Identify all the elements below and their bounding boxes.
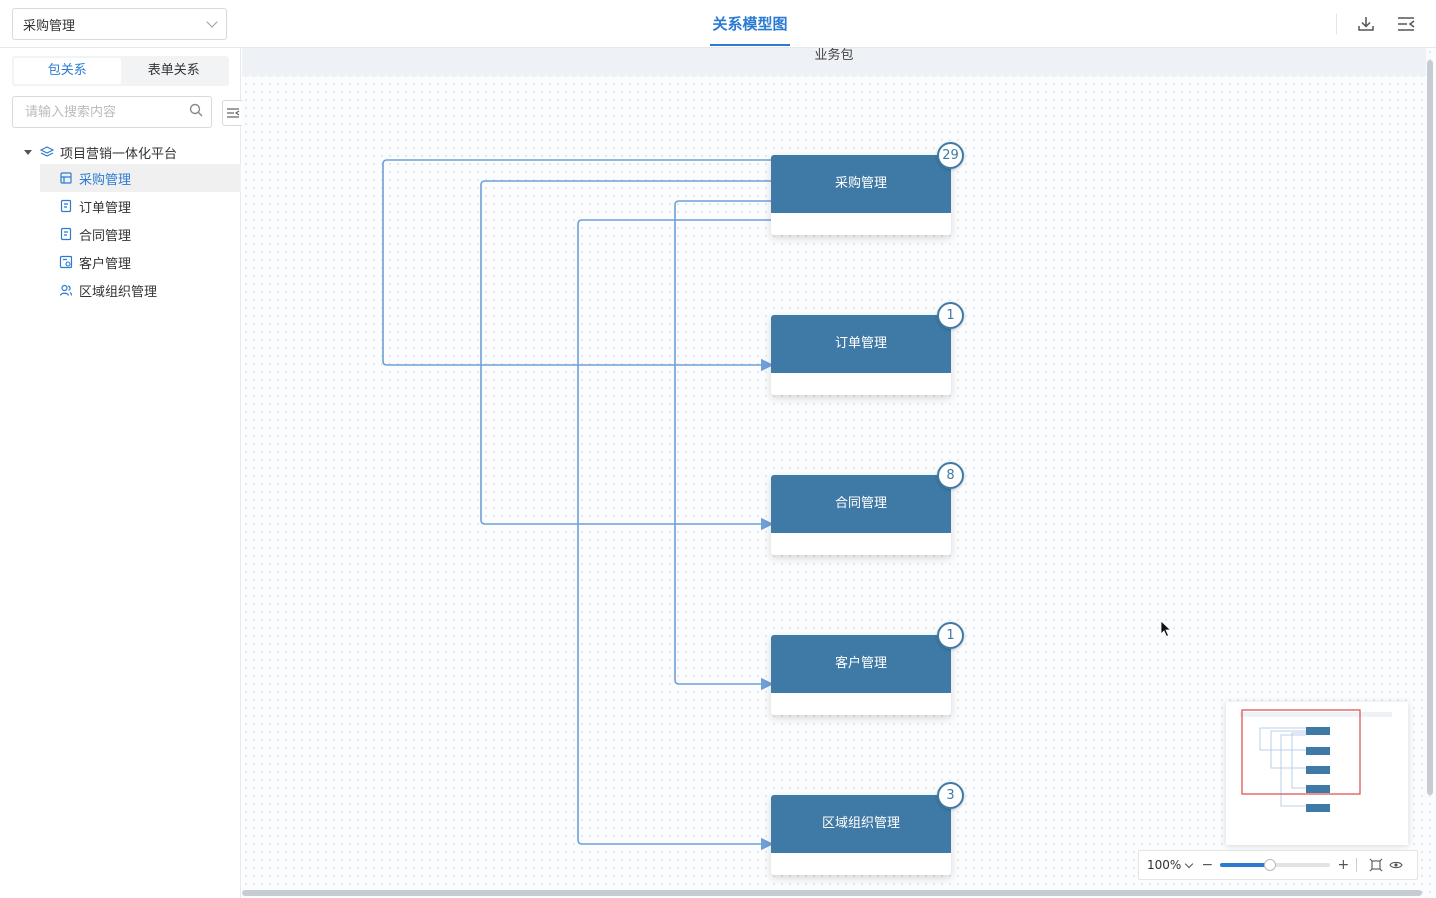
zoom-slider[interactable] — [1220, 858, 1331, 872]
package-tree: 项目营销一体化平台 采购管理 订单管理 合同管理 客户管理 — [0, 140, 241, 304]
tree-item-label: 区域组织管理 — [79, 284, 158, 300]
zoom-slider-thumb[interactable] — [1263, 859, 1276, 871]
search-input[interactable] — [25, 104, 189, 120]
tree-item-order[interactable]: 订单管理 — [0, 192, 241, 220]
caret-down-icon[interactable] — [24, 149, 32, 155]
node-title: 客户管理 — [771, 635, 951, 693]
tree-item-label: 订单管理 — [79, 200, 132, 216]
relation-count-badge: 29 — [937, 142, 964, 169]
header-divider — [1336, 14, 1337, 34]
zoom-in-button[interactable]: + — [1337, 857, 1350, 873]
download-icon[interactable] — [1356, 14, 1376, 34]
tree-item-customer[interactable]: 客户管理 — [0, 248, 241, 276]
zoom-slider-fill — [1220, 863, 1270, 867]
sidebar: 包关系 表单关系 项目营销一体化平台 采购管理 订单管理 — [0, 48, 242, 898]
chevron-down-icon — [1185, 859, 1194, 868]
node-order[interactable]: 订单管理 1 — [771, 302, 964, 395]
tree-root-node[interactable]: 项目营销一体化平台 — [0, 140, 241, 164]
minimap[interactable] — [1226, 702, 1408, 845]
node-procurement[interactable]: 采购管理 29 — [771, 142, 964, 235]
zoom-out-button[interactable]: − — [1201, 857, 1214, 873]
collapse-left-icon — [226, 108, 239, 118]
tree-item-region-org[interactable]: 区域组织管理 — [0, 276, 241, 304]
zoom-level-select[interactable]: 100% — [1147, 858, 1194, 872]
module-select-value: 采购管理 — [23, 18, 76, 34]
zoom-level-value: 100% — [1147, 858, 1182, 872]
edge-to-order[interactable] — [382, 159, 774, 372]
users-icon — [59, 283, 73, 297]
zoom-divider — [1356, 858, 1358, 872]
eye-icon[interactable] — [1389, 858, 1403, 872]
customer-form-icon — [59, 255, 73, 269]
search-icon[interactable] — [189, 103, 203, 121]
node-contract[interactable]: 合同管理 8 — [771, 462, 964, 555]
tree-item-label: 采购管理 — [79, 172, 132, 188]
search-box — [12, 96, 212, 128]
tab-form-relation[interactable]: 表单关系 — [147, 63, 200, 78]
module-select[interactable]: 采购管理 — [12, 8, 227, 40]
database-icon — [59, 171, 73, 185]
chevron-down-icon — [206, 16, 218, 28]
relation-tabs: 包关系 表单关系 — [12, 56, 229, 86]
zoom-toolbar: 100% − + — [1138, 850, 1418, 880]
node-region-org[interactable]: 区域组织管理 3 — [771, 782, 964, 875]
relation-count-badge: 3 — [937, 782, 964, 809]
tree-item-label: 客户管理 — [79, 256, 132, 272]
layers-icon — [40, 145, 54, 159]
tab-package-relation[interactable]: 包关系 — [14, 58, 121, 84]
relation-edges — [382, 159, 774, 851]
node-title: 采购管理 — [771, 155, 951, 213]
form-doc-icon — [59, 227, 73, 241]
page-title-tab[interactable]: 关系模型图 — [700, 0, 800, 48]
tree-root-label: 项目营销一体化平台 — [60, 146, 178, 162]
top-bar: 采购管理 关系模型图 — [0, 0, 1436, 48]
relation-count-badge: 1 — [937, 302, 964, 329]
tree-item-contract[interactable]: 合同管理 — [0, 220, 241, 248]
relation-canvas[interactable]: 业务包 采购管理 29 订单管理 1 合同管理 8 客户管理 1 区域组织管理 … — [242, 48, 1436, 898]
vertical-scrollbar[interactable] — [1427, 60, 1433, 795]
edge-to-region-org[interactable] — [577, 219, 774, 851]
node-title: 区域组织管理 — [771, 795, 951, 853]
edge-to-contract[interactable] — [480, 180, 774, 531]
node-title: 合同管理 — [771, 475, 951, 533]
horizontal-scrollbar[interactable] — [242, 890, 1422, 896]
relation-count-badge: 8 — [937, 462, 964, 489]
minimap-viewport[interactable] — [1241, 709, 1361, 795]
fit-screen-icon[interactable] — [1369, 858, 1383, 872]
tree-item-label: 合同管理 — [79, 228, 132, 244]
form-doc-icon — [59, 199, 73, 213]
collapse-sidebar-button[interactable] — [222, 100, 242, 126]
relation-count-badge: 1 — [937, 622, 964, 649]
mouse-cursor-icon — [1160, 620, 1172, 638]
edge-to-customer[interactable] — [674, 200, 774, 691]
package-label: 业务包 — [242, 48, 1426, 76]
node-title: 订单管理 — [771, 315, 951, 373]
tree-item-procurement[interactable]: 采购管理 — [40, 164, 241, 192]
node-customer[interactable]: 客户管理 1 — [771, 622, 964, 715]
collapse-menu-icon[interactable] — [1396, 14, 1416, 34]
